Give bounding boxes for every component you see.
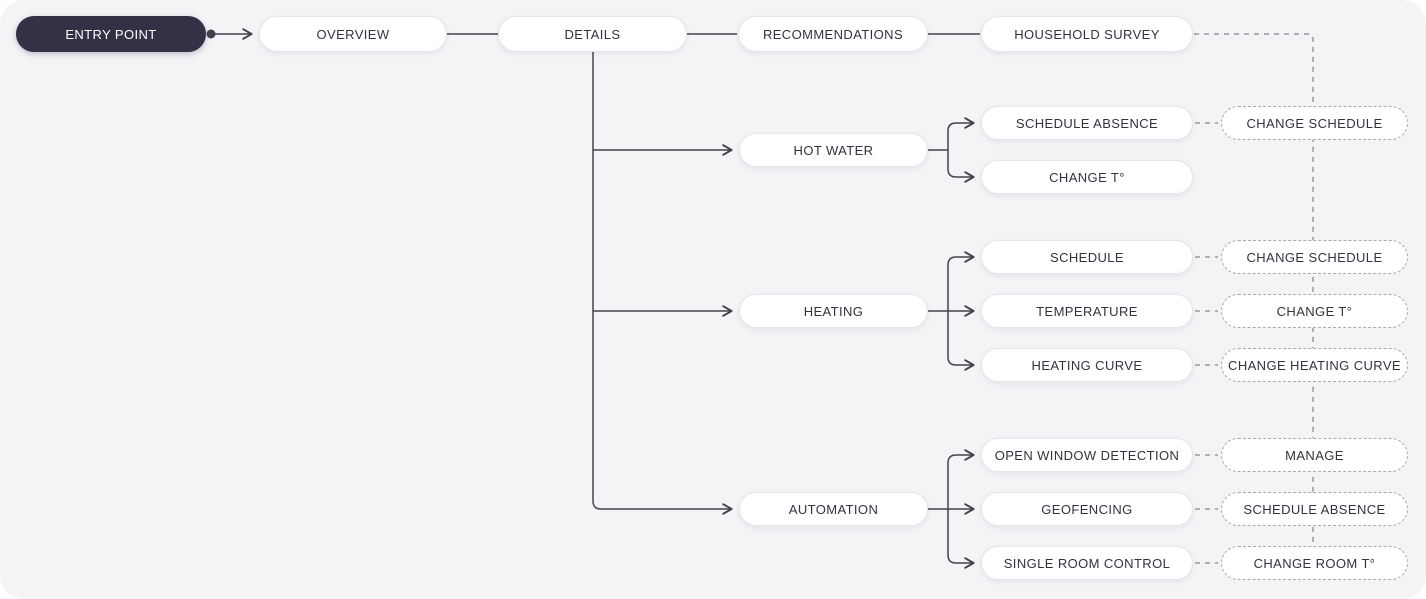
node-schedule-absence-automation[interactable]: SCHEDULE ABSENCE bbox=[1221, 492, 1408, 526]
node-entry-point[interactable]: ENTRY POINT bbox=[16, 16, 206, 52]
node-open-window-detection[interactable]: OPEN WINDOW DETECTION bbox=[981, 438, 1193, 472]
node-change-schedule-heating[interactable]: CHANGE SCHEDULE bbox=[1221, 240, 1408, 274]
node-schedule-absence[interactable]: SCHEDULE ABSENCE bbox=[981, 106, 1193, 140]
node-manage[interactable]: MANAGE bbox=[1221, 438, 1408, 472]
node-heating[interactable]: HEATING bbox=[739, 294, 928, 328]
node-change-t-heating[interactable]: CHANGE T° bbox=[1221, 294, 1408, 328]
node-change-heating-curve[interactable]: CHANGE HEATING CURVE bbox=[1221, 348, 1408, 382]
node-automation[interactable]: AUTOMATION bbox=[739, 492, 928, 526]
node-schedule[interactable]: SCHEDULE bbox=[981, 240, 1193, 274]
node-single-room-control[interactable]: SINGLE ROOM CONTROL bbox=[981, 546, 1193, 580]
node-change-t[interactable]: CHANGE T° bbox=[981, 160, 1193, 194]
node-household-survey[interactable]: HOUSEHOLD SURVEY bbox=[981, 16, 1193, 52]
solid-flow-lines bbox=[206, 28, 980, 569]
node-geofencing[interactable]: GEOFENCING bbox=[981, 492, 1193, 526]
dashed-survey-line bbox=[1194, 33, 1314, 564]
node-change-room-t[interactable]: CHANGE ROOM T° bbox=[1221, 546, 1408, 580]
node-overview[interactable]: OVERVIEW bbox=[259, 16, 447, 52]
node-hot-water[interactable]: HOT WATER bbox=[739, 133, 928, 167]
node-temperature[interactable]: TEMPERATURE bbox=[981, 294, 1193, 328]
node-heating-curve[interactable]: HEATING CURVE bbox=[981, 348, 1193, 382]
node-details[interactable]: DETAILS bbox=[498, 16, 687, 52]
node-recommendations[interactable]: RECOMMENDATIONS bbox=[738, 16, 928, 52]
node-change-schedule-hot-water[interactable]: CHANGE SCHEDULE bbox=[1221, 106, 1408, 140]
